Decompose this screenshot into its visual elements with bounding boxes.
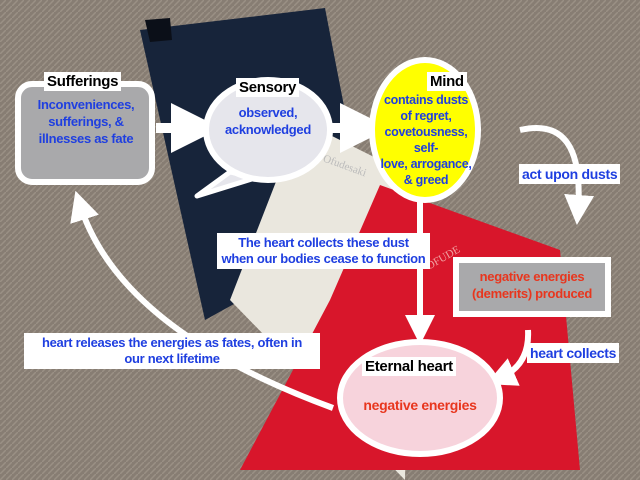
- text-line: covetousness, self-: [384, 125, 468, 155]
- text-line: our next lifetime: [124, 351, 220, 366]
- text-line: acknowledged: [225, 122, 311, 137]
- demerits-box: [453, 257, 611, 317]
- arrow-heart-to-sufferings: [70, 190, 335, 411]
- arrow-mind-to-demerits: [519, 125, 595, 225]
- arrow-demerits-to-heart: [486, 329, 532, 386]
- mind-ellipse: [369, 57, 481, 203]
- sufferings-text: Inconveniences, sufferings, & illnesses …: [22, 96, 150, 147]
- text-line: contains dusts: [383, 93, 468, 107]
- sufferings-title: Sufferings: [44, 72, 122, 91]
- text-line: heart releases the energies as fates, of…: [41, 335, 303, 350]
- heart-releases-label: heart releases the energies as fates, of…: [24, 333, 320, 369]
- text-line: of regret,: [400, 109, 452, 123]
- text-line: illnesses as fate: [38, 131, 134, 146]
- text-line: sufferings, &: [48, 114, 124, 129]
- heart-collects-dust-label: The heart collects these dust when our b…: [217, 233, 430, 269]
- text-line: The heart collects these dust: [238, 235, 409, 250]
- mind-title: Mind: [427, 72, 467, 91]
- sensory-text: observed, acknowledged: [212, 104, 324, 138]
- eternal-heart-text: negative energies: [363, 397, 477, 413]
- act-upon-dusts-label: act upon dusts: [519, 164, 621, 184]
- sensory-title: Sensory: [236, 78, 300, 97]
- eternal-heart-title: Eternal heart: [362, 357, 456, 376]
- demerits-text: negative energies (demerits) produced: [458, 268, 606, 302]
- heart-collects-label: heart collects: [527, 343, 620, 363]
- text-line: (demerits) produced: [472, 286, 592, 301]
- mind-text: contains dusts of regret, covetousness, …: [378, 92, 474, 188]
- text-line: love, arrogance,: [380, 157, 472, 171]
- text-line: when our bodies cease to function: [221, 251, 426, 266]
- text-line: negative energies: [479, 269, 585, 284]
- text-line: observed,: [238, 105, 298, 120]
- text-line: & greed: [403, 173, 449, 187]
- text-line: Inconveniences,: [37, 97, 135, 112]
